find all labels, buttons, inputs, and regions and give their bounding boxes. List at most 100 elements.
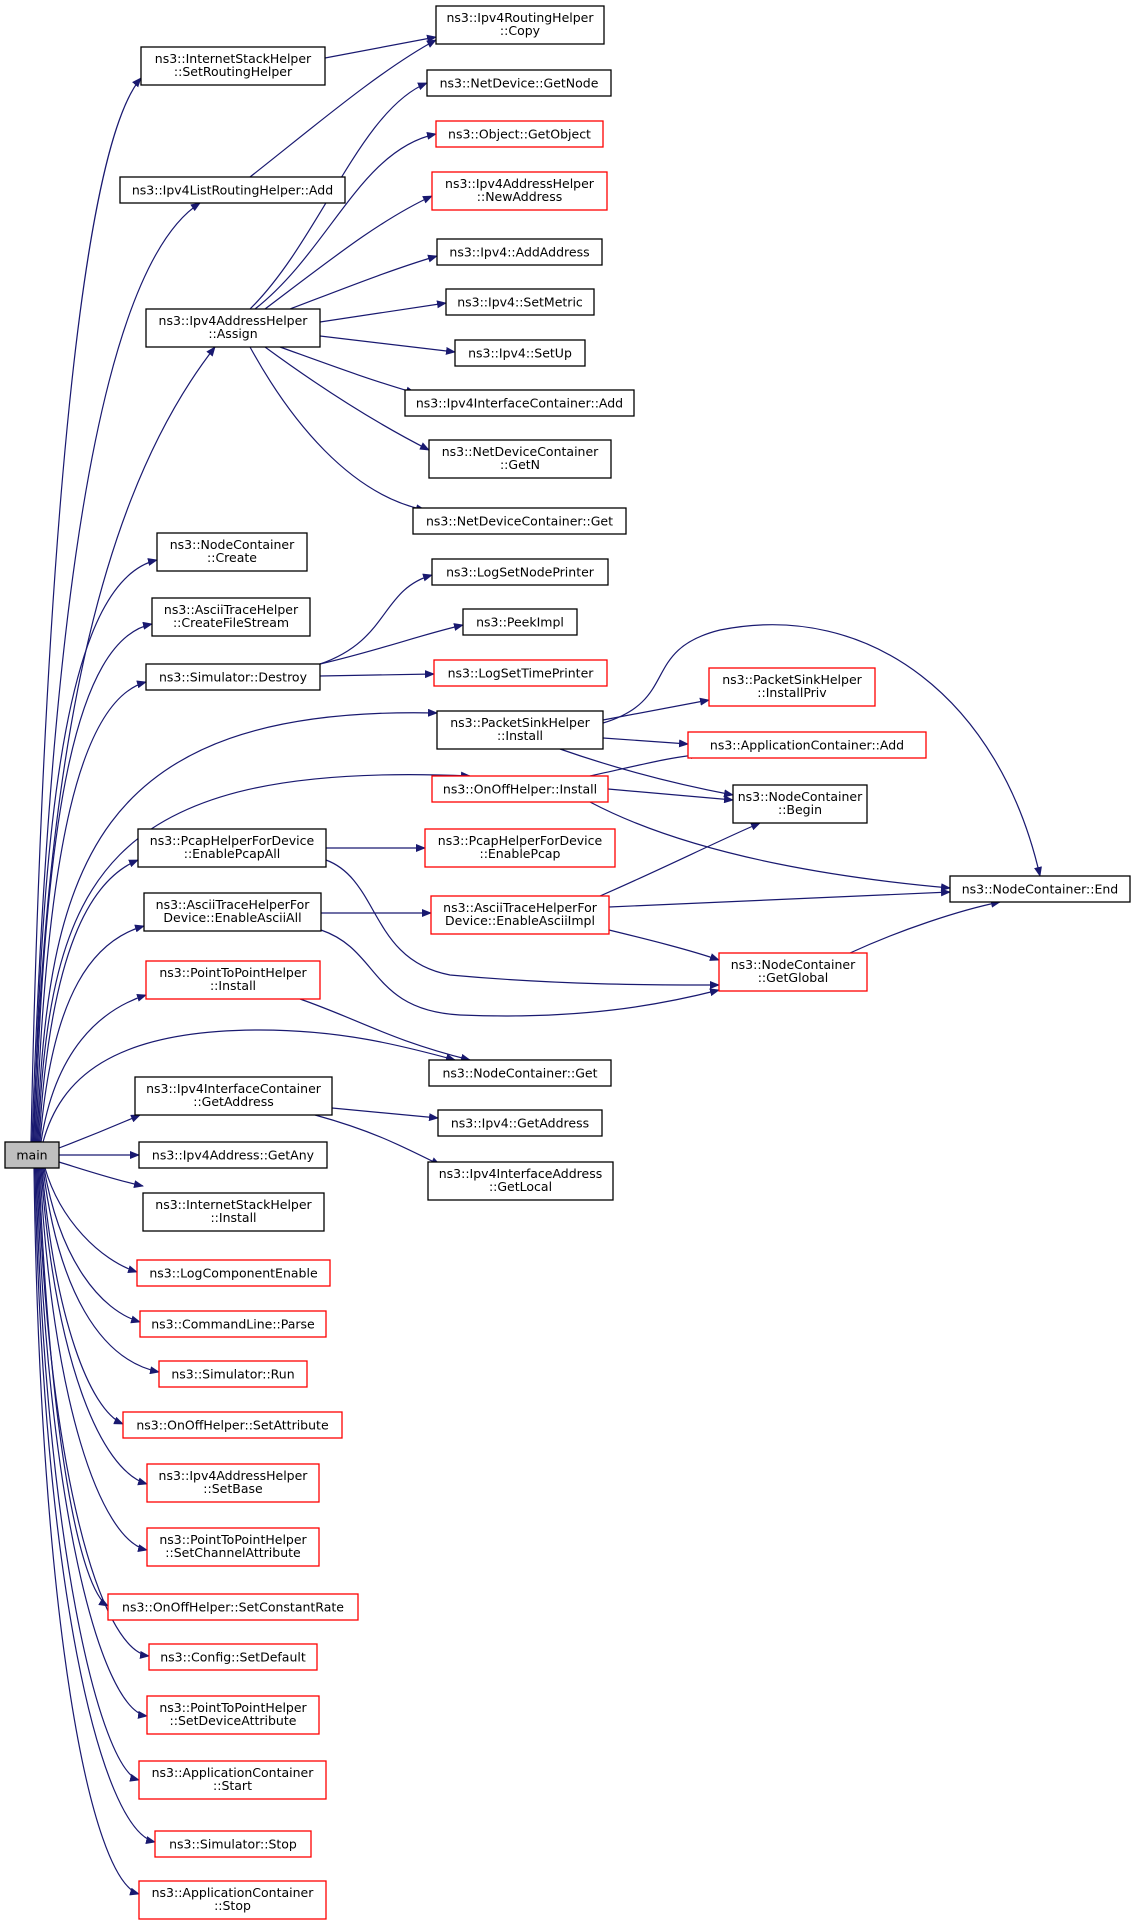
call-edge-iah_assign-to-ndc_getn — [264, 346, 430, 451]
call-arrow — [589, 751, 701, 777]
node-log-nodeprinter[interactable]: ns3::LogSetNodePrinter — [431, 558, 609, 586]
call-arrow — [35, 680, 147, 1143]
node-label: ns3::InternetStackHelper — [155, 51, 312, 66]
node-label: ::NewAddress — [477, 189, 562, 204]
node-iah-newaddr[interactable]: ns3::Ipv4AddressHelper::NewAddress — [431, 171, 608, 211]
node-box — [134, 1076, 333, 1116]
node-ac-start[interactable]: ns3::ApplicationContainer::Start — [138, 1760, 327, 1800]
call-edge-p2p_install-to-nc_get — [299, 998, 471, 1062]
call-arrow — [608, 888, 951, 908]
call-arrow — [58, 1161, 144, 1189]
node-box — [430, 895, 610, 935]
call-edge-ooh_install-to-nc_end — [589, 801, 951, 892]
node-box — [138, 1760, 327, 1800]
node-box — [142, 1192, 325, 1232]
node-ndc-getn[interactable]: ns3::NetDeviceContainer::GetN — [428, 439, 612, 479]
node-p2p-setdevice[interactable]: ns3::PointToPointHelper::SetDeviceAttrib… — [146, 1695, 320, 1735]
call-arrow — [320, 929, 720, 1017]
call-edge-nc_getglobal-to-nc_end — [849, 899, 1001, 954]
node-ilrh-add[interactable]: ns3::Ipv4ListRoutingHelper::Add — [119, 176, 346, 204]
node-iic-add[interactable]: ns3::Ipv4InterfaceContainer::Add — [404, 389, 635, 417]
node-irh-copy[interactable]: ns3::Ipv4RoutingHelper::Copy — [435, 5, 605, 45]
node-main[interactable]: main — [4, 1141, 60, 1169]
node-p2p-install[interactable]: ns3::PointToPointHelper::Install — [145, 960, 321, 1000]
node-label: ::Install — [497, 728, 543, 743]
call-arrow — [249, 39, 437, 178]
node-cfg-setdefault[interactable]: ns3::Config::SetDefault — [148, 1643, 318, 1671]
node-log-timeprinter[interactable]: ns3::LogSetTimePrinter — [433, 659, 608, 687]
node-ipv4-addaddr[interactable]: ns3::Ipv4::AddAddress — [436, 238, 603, 266]
node-ooh-install[interactable]: ns3::OnOffHelper::Install — [431, 775, 609, 803]
call-arrow — [325, 859, 720, 989]
node-ipv4-setup[interactable]: ns3::Ipv4::SetUp — [454, 339, 586, 367]
call-edge-iah_assign-to-ipv4_setup — [319, 335, 456, 355]
node-iah-assign[interactable]: ns3::Ipv4AddressHelper::Assign — [145, 308, 321, 348]
call-arrow — [279, 346, 416, 395]
node-box — [138, 1880, 327, 1920]
call-arrow — [249, 346, 426, 513]
node-nc-get[interactable]: ns3::NodeContainer::Get — [428, 1059, 612, 1087]
node-athfd-impl[interactable]: ns3::AsciiTraceHelperForDevice::EnableAs… — [430, 895, 610, 935]
node-label: ns3::Ipv4RoutingHelper — [446, 10, 594, 25]
node-phfd-enableall[interactable]: ns3::PcapHelperForDevice::EnablePcapAll — [137, 828, 327, 868]
node-label: ns3::LogComponentEnable — [149, 1266, 318, 1281]
node-ooh-setattr[interactable]: ns3::OnOffHelper::SetAttribute — [122, 1411, 343, 1439]
node-ish-set[interactable]: ns3::InternetStackHelper::SetRoutingHelp… — [140, 46, 326, 86]
call-edge-athfd_impl-to-nc_getglobal — [608, 929, 720, 961]
node-box — [462, 608, 578, 636]
node-label: ns3::LogSetTimePrinter — [448, 666, 595, 681]
call-edge-ooh_install-to-ac_add — [589, 751, 701, 777]
node-cmd-parse[interactable]: ns3::CommandLine::Parse — [139, 1310, 327, 1338]
call-edge-main-to-ish_install — [58, 1161, 144, 1189]
node-box — [143, 892, 322, 932]
call-arrow — [40, 993, 147, 1143]
node-psh-installpriv[interactable]: ns3::PacketSinkHelper::InstallPriv — [708, 667, 876, 707]
node-nc-create[interactable]: ns3::NodeContainer::Create — [156, 532, 308, 572]
node-obj-getobject[interactable]: ns3::Object::GetObject — [435, 120, 604, 148]
node-athfd-enableall[interactable]: ns3::AsciiTraceHelperForDevice::EnableAs… — [143, 892, 322, 932]
node-p2p-setchannel[interactable]: ns3::PointToPointHelper::SetChannelAttri… — [146, 1527, 320, 1567]
node-iah-setbase[interactable]: ns3::Ipv4AddressHelper::SetBase — [146, 1463, 320, 1503]
node-ath-cfs[interactable]: ns3::AsciiTraceHelper::CreateFileStream — [151, 597, 311, 637]
node-label: ns3::AsciiTraceHelperFor — [156, 897, 311, 912]
node-nc-getglobal[interactable]: ns3::NodeContainer::GetGlobal — [718, 952, 868, 992]
node-log-compenable[interactable]: ns3::LogComponentEnable — [136, 1259, 331, 1287]
node-box — [156, 532, 308, 572]
node-ooh-setconst[interactable]: ns3::OnOffHelper::SetConstantRate — [107, 1593, 359, 1621]
node-sim-destroy[interactable]: ns3::Simulator::Destroy — [145, 663, 321, 691]
node-ac-stop[interactable]: ns3::ApplicationContainer::Stop — [138, 1880, 327, 1920]
node-label: ns3::OnOffHelper::SetConstantRate — [122, 1600, 344, 1615]
call-edge-main-to-iic_getaddress — [58, 1114, 141, 1149]
node-nc-end[interactable]: ns3::NodeContainer::End — [949, 875, 1131, 903]
node-psh-install[interactable]: ns3::PacketSinkHelper::Install — [436, 710, 604, 750]
call-arrow — [33, 1167, 140, 1896]
node-label: ns3::Ipv4InterfaceContainer::Add — [416, 396, 623, 411]
node-ndc-get[interactable]: ns3::NetDeviceContainer::Get — [412, 507, 627, 535]
node-label: ns3::Ipv4::AddAddress — [449, 245, 589, 260]
call-edge-main-to-ac_stop — [33, 1167, 140, 1896]
node-box — [137, 828, 327, 868]
node-nd-getnode[interactable]: ns3::NetDevice::GetNode — [426, 69, 612, 97]
node-peekimpl[interactable]: ns3::PeekImpl — [462, 608, 578, 636]
node-box — [119, 176, 346, 204]
call-edge-main-to-sim_run — [42, 1167, 160, 1375]
node-ish-install[interactable]: ns3::InternetStackHelper::Install — [142, 1192, 325, 1232]
node-iic-getaddress[interactable]: ns3::Ipv4InterfaceContainer::GetAddress — [134, 1076, 333, 1116]
node-sim-stop[interactable]: ns3::Simulator::Stop — [154, 1830, 312, 1858]
node-phfd-enable[interactable]: ns3::PcapHelperForDevice::EnablePcap — [424, 828, 616, 868]
call-arrow — [849, 899, 1001, 954]
node-nc-begin[interactable]: ns3::NodeContainer::Begin — [732, 784, 868, 824]
call-edge-main-to-sim_destroy — [35, 680, 147, 1143]
node-box — [435, 120, 604, 148]
node-label: ns3::PacketSinkHelper — [450, 715, 590, 730]
node-ipv4-setmetric[interactable]: ns3::Ipv4::SetMetric — [445, 288, 595, 316]
node-iia-getlocal[interactable]: ns3::Ipv4InterfaceAddress::GetLocal — [427, 1161, 614, 1201]
node-ipv4addr-getany[interactable]: ns3::Ipv4Address::GetAny — [138, 1141, 328, 1169]
node-sim-run[interactable]: ns3::Simulator::Run — [158, 1360, 308, 1388]
node-box — [140, 46, 326, 86]
node-ac-add[interactable]: ns3::ApplicationContainer::Add — [687, 731, 927, 759]
call-edge-iah_assign-to-ndc_get — [249, 346, 426, 513]
node-label: ns3::NodeContainer — [731, 957, 856, 972]
node-label: ::SetDeviceAttribute — [170, 1713, 297, 1728]
node-ipv4-getaddress[interactable]: ns3::Ipv4::GetAddress — [437, 1109, 603, 1137]
